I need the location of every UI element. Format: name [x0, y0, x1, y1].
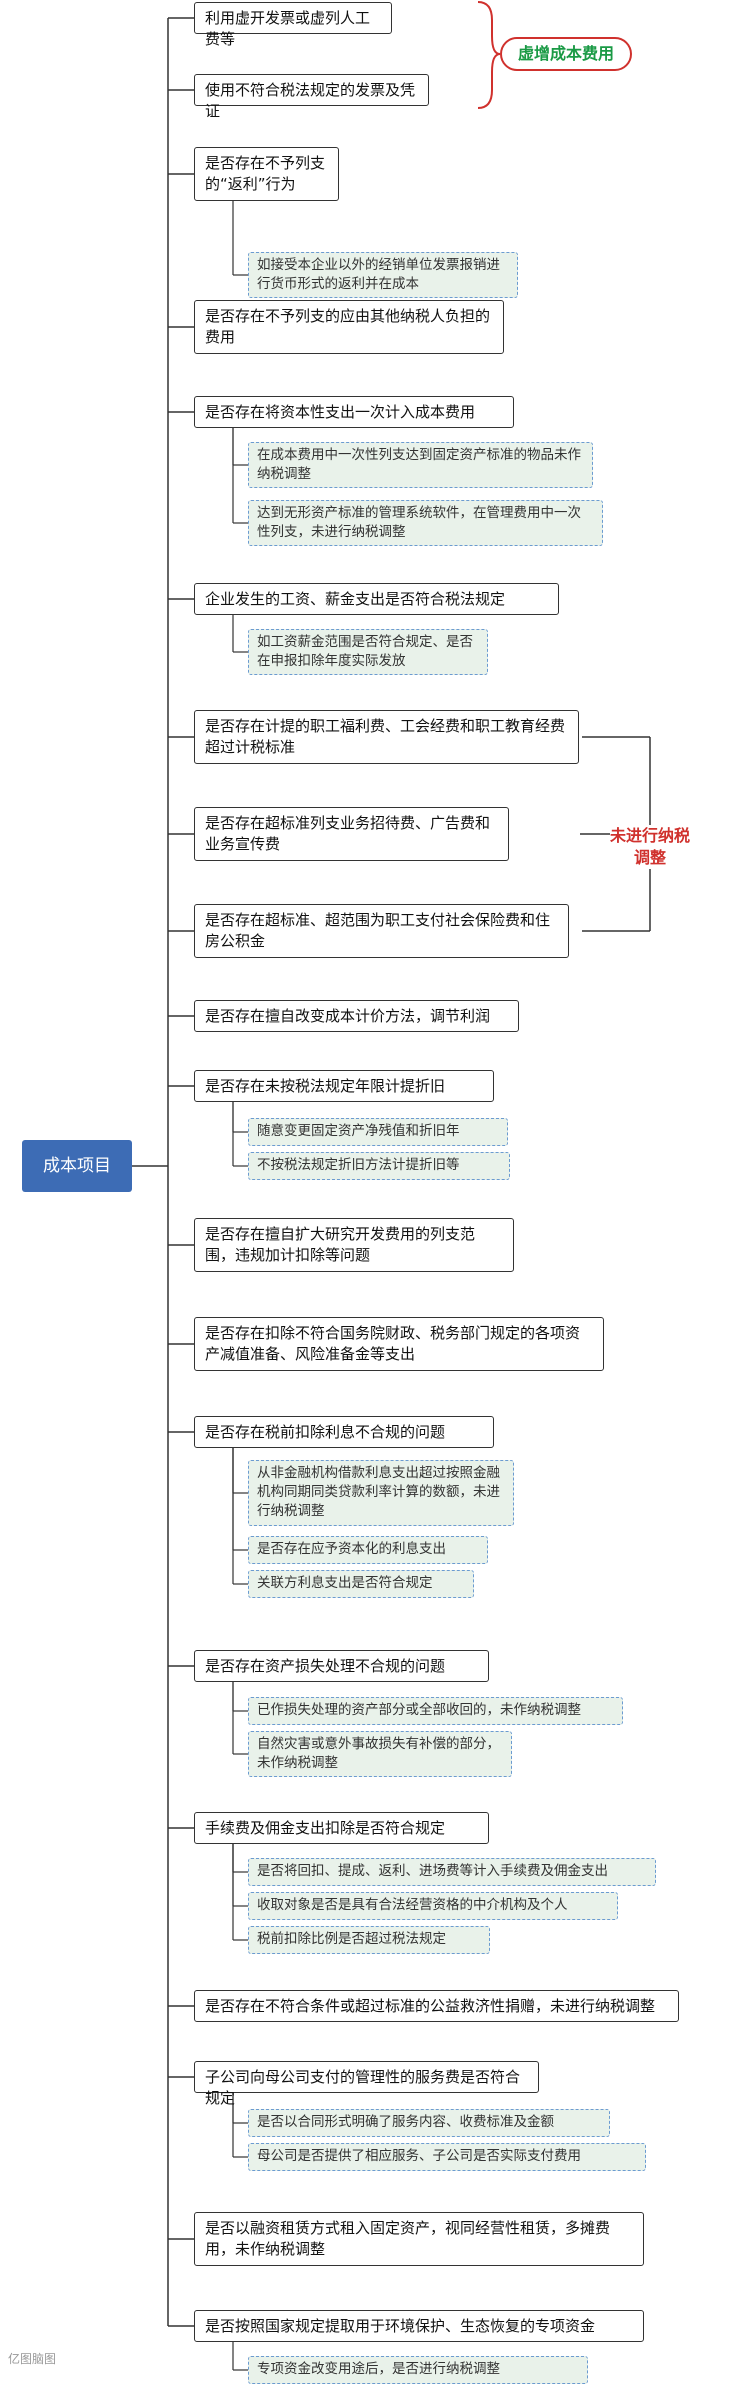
root-node[interactable]: 成本项目 [22, 1140, 132, 1192]
branch-node[interactable]: 子公司向母公司支付的管理性的服务费是否符合规定 [194, 2061, 539, 2107]
sub-item[interactable]: 是否将回扣、提成、返利、进场费等计入手续费及佣金支出 [248, 1858, 656, 1886]
sub-item[interactable]: 自然灾害或意外事故损失有补偿的部分，未作纳税调整 [248, 1731, 512, 1777]
branch-node[interactable]: 手续费及佣金支出扣除是否符合规定 [194, 1812, 489, 1844]
callout-no-tax-adjustment: 未进行纳税调整 [610, 825, 691, 869]
callout-inflated-costs: 虚增成本费用 [500, 37, 632, 71]
sub-item[interactable]: 如接受本企业以外的经销单位发票报销进行货币形式的返利并在成本 [248, 252, 518, 298]
branch-node[interactable]: 是否存在税前扣除利息不合规的问题 [194, 1416, 494, 1448]
sub-item[interactable]: 关联方利息支出是否符合规定 [248, 1570, 474, 1598]
sub-item[interactable]: 从非金融机构借款利息支出超过按照金融机构同期同类贷款利率计算的数额，未进行纳税调… [248, 1460, 514, 1526]
branch-node[interactable]: 是否存在计提的职工福利费、工会经费和职工教育经费超过计税标准 [194, 710, 579, 764]
sub-item[interactable]: 如工资薪金范围是否符合规定、是否在申报扣除年度实际发放 [248, 629, 488, 675]
sub-item[interactable]: 是否以合同形式明确了服务内容、收费标准及金额 [248, 2109, 610, 2137]
branch-node[interactable]: 企业发生的工资、薪金支出是否符合税法规定 [194, 583, 559, 615]
branch-node[interactable]: 是否存在不符合条件或超过标准的公益救济性捐赠，未进行纳税调整 [194, 1990, 679, 2022]
sub-item[interactable]: 不按税法规定折旧方法计提折旧等 [248, 1152, 510, 1180]
sub-item[interactable]: 母公司是否提供了相应服务、子公司是否实际支付费用 [248, 2143, 646, 2171]
bracket-top [477, 1, 501, 109]
sub-item[interactable]: 收取对象是否是具有合法经营资格的中介机构及个人 [248, 1892, 618, 1920]
branch-node[interactable]: 是否存在超标准列支业务招待费、广告费和业务宣传费 [194, 807, 509, 861]
branch-node[interactable]: 是否存在将资本性支出一次计入成本费用 [194, 396, 514, 428]
sub-item[interactable]: 税前扣除比例是否超过税法规定 [248, 1926, 490, 1954]
sub-item[interactable]: 已作损失处理的资产部分或全部收回的，未作纳税调整 [248, 1697, 623, 1725]
brand-logo: 亿图脑图 [8, 2352, 57, 2366]
branch-node[interactable]: 是否存在扣除不符合国务院财政、税务部门规定的各项资产减值准备、风险准备金等支出 [194, 1317, 604, 1371]
branch-node[interactable]: 使用不符合税法规定的发票及凭证 [194, 74, 429, 120]
branch-node[interactable]: 是否存在不予列支的“返利”行为 [194, 147, 339, 201]
branch-node[interactable]: 是否按照国家规定提取用于环境保护、生态恢复的专项资金 [194, 2310, 644, 2342]
sub-item[interactable]: 专项资金改变用途后，是否进行纳税调整 [248, 2356, 588, 2384]
branch-node[interactable]: 是否存在未按税法规定年限计提折旧 [194, 1070, 494, 1102]
branch-node[interactable]: 是否存在擅自改变成本计价方法，调节利润 [194, 1000, 519, 1032]
branch-node[interactable]: 利用虚开发票或虚列人工费等 [194, 2, 392, 48]
sub-item[interactable]: 是否存在应予资本化的利息支出 [248, 1536, 488, 1564]
sub-item[interactable]: 随意变更固定资产净残值和折旧年 [248, 1118, 508, 1146]
branch-node[interactable]: 是否存在资产损失处理不合规的问题 [194, 1650, 489, 1682]
branch-node[interactable]: 是否存在擅自扩大研究开发费用的列支范围，违规加计扣除等问题 [194, 1218, 514, 1272]
sub-item[interactable]: 在成本费用中一次性列支达到固定资产标准的物品未作纳税调整 [248, 442, 593, 488]
branch-node[interactable]: 是否以融资租赁方式租入固定资产，视同经营性租赁，多摊费用，未作纳税调整 [194, 2212, 644, 2266]
branch-node[interactable]: 是否存在超标准、超范围为职工支付社会保险费和住房公积金 [194, 904, 569, 958]
sub-item[interactable]: 达到无形资产标准的管理系统软件，在管理费用中一次性列支，未进行纳税调整 [248, 500, 603, 546]
branch-node[interactable]: 是否存在不予列支的应由其他纳税人负担的费用 [194, 300, 504, 354]
